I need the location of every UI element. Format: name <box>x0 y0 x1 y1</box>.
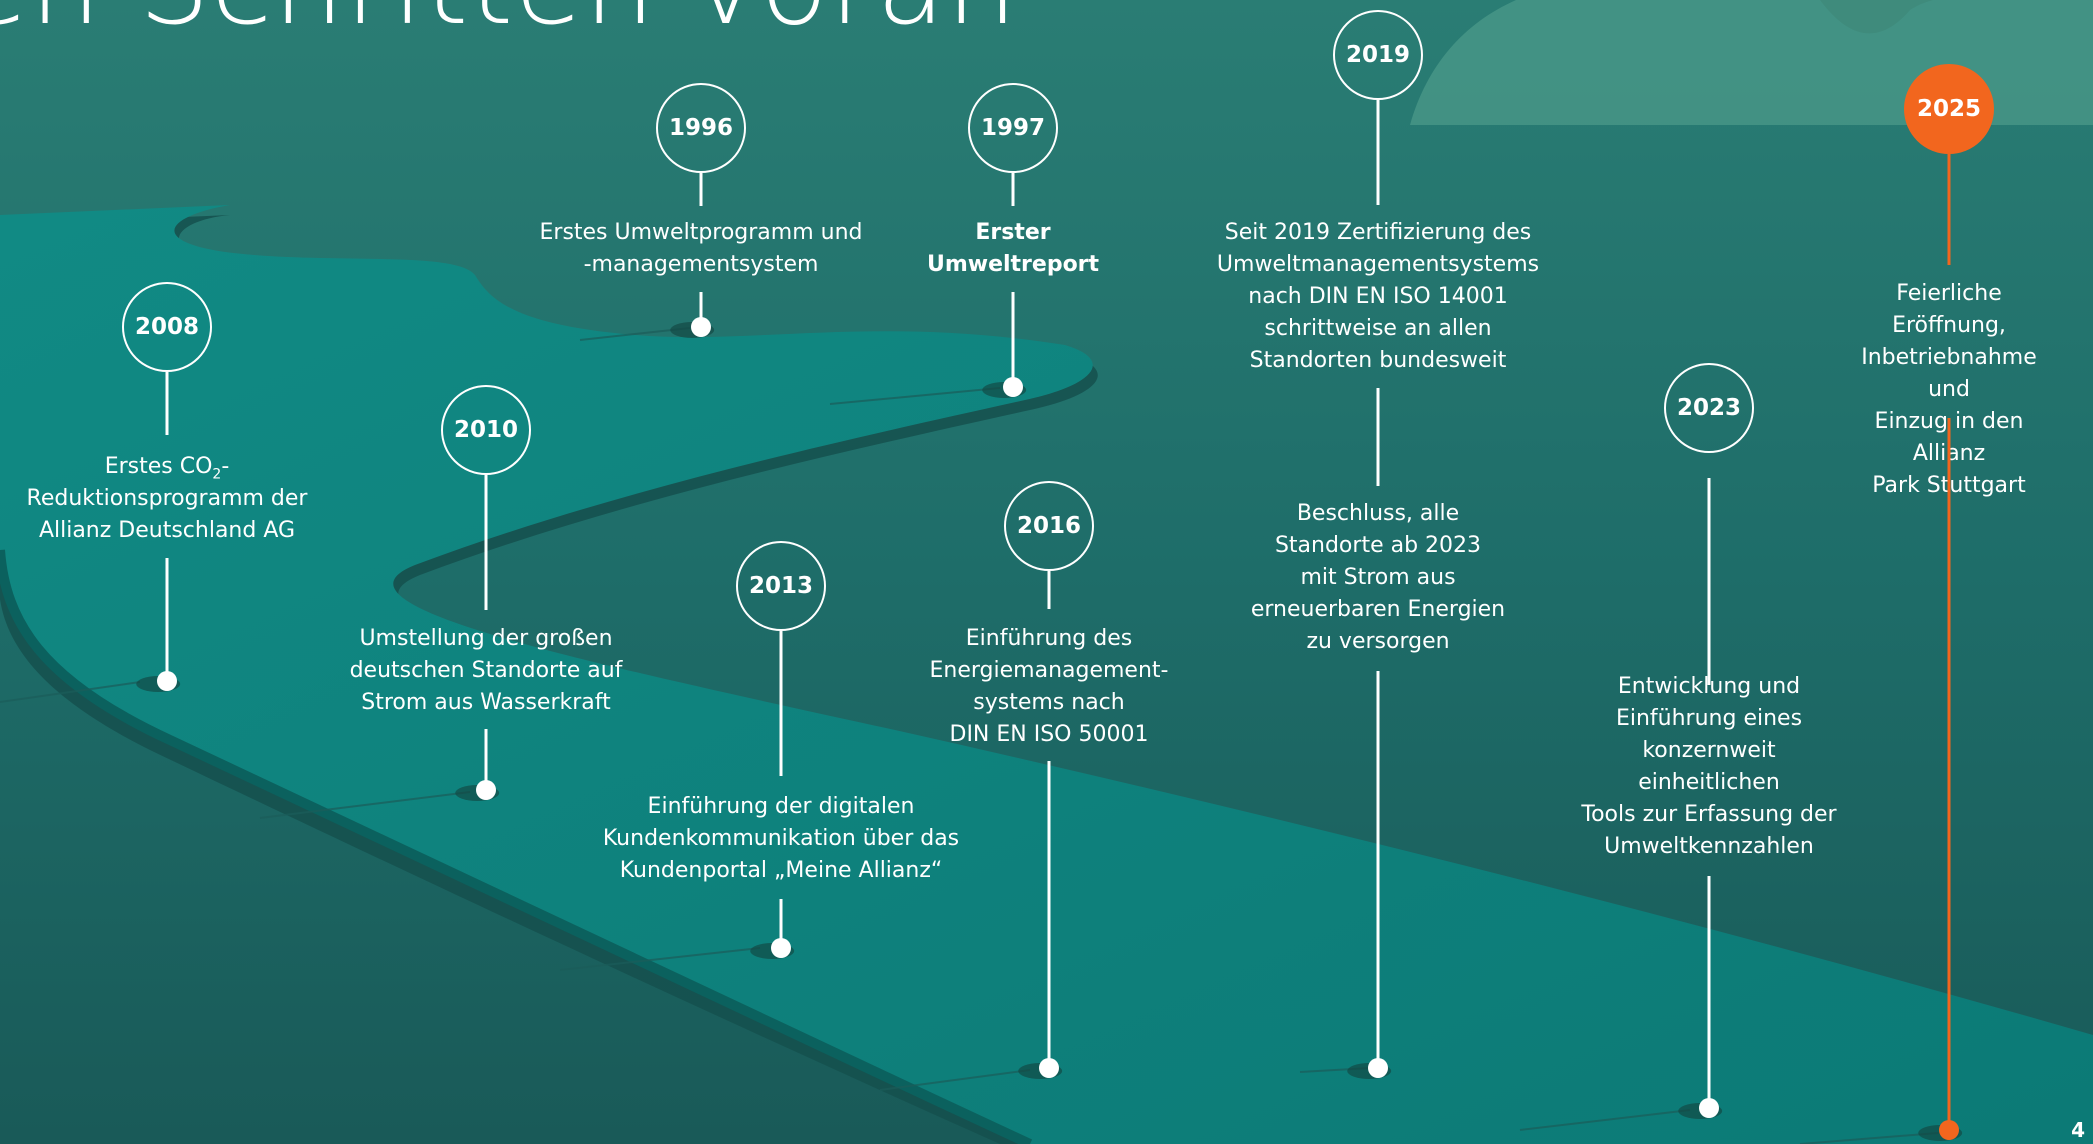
connector-line-2008 <box>165 372 169 435</box>
timeline-dot-1996 <box>691 317 711 337</box>
milestone-text-2025: Feierliche Eröffnung, Inbetriebnahme und… <box>1861 281 2037 498</box>
connector-line-2016 <box>1047 571 1051 609</box>
milestone-text-2016: Einführung des Energiemanagement- system… <box>929 626 1169 747</box>
year-badge-2023: 2023 <box>1664 363 1754 453</box>
co2-line-1: Erstes CO2- <box>104 454 230 483</box>
page-title: en Schritten voran <box>0 0 1018 50</box>
connector-line-1997 <box>1011 173 1015 206</box>
timeline-dot-2016 <box>1039 1058 1059 1078</box>
connector-line-2010 <box>484 475 488 610</box>
milestone-text-1997: Erster Umweltreport <box>926 220 1100 277</box>
year-badge-2010: 2010 <box>441 385 531 475</box>
co2-line-2: Reduktionsprogramm der <box>26 486 308 511</box>
timeline-dot-2025 <box>1939 1120 1959 1140</box>
connector-line-1996-lower <box>699 292 703 328</box>
year-badge-2025: 2025 <box>1904 64 1994 154</box>
year-badge-2016: 2016 <box>1004 481 1094 571</box>
page-number: 4 <box>2071 1118 2085 1142</box>
connector-line-2013-lower <box>779 899 783 947</box>
milestone-text-beschluss-2023: Beschluss, alle Standorte ab 2023 mit St… <box>1250 501 1506 654</box>
milestone-text-2013: Einführung der digitalen Kundenkommunika… <box>602 794 960 883</box>
connector-line-1996 <box>699 173 703 206</box>
timeline-dot-2010 <box>476 780 496 800</box>
year-badge-2019: 2019 <box>1333 10 1423 100</box>
connector-line-2008-lower <box>165 558 169 681</box>
timeline-dot-2008 <box>157 671 177 691</box>
year-badge-1996: 1996 <box>656 83 746 173</box>
distant-peak <box>1820 0 2093 34</box>
connector-line-2025-lower <box>1947 418 1951 1128</box>
connector-line-1997-lower <box>1011 292 1015 386</box>
milestone-text-2023: Entwicklung und Einführung eines konzern… <box>1581 674 1837 859</box>
connector-line-2013 <box>779 631 783 776</box>
connector-line-2019-lower <box>1376 671 1380 1067</box>
milestone-text-2010: Umstellung der großen deutschen Standort… <box>349 626 623 715</box>
connector-line-2019-mid <box>1376 388 1380 486</box>
connector-line-2025 <box>1947 154 1951 265</box>
connector-line-2016-lower <box>1047 761 1051 1067</box>
milestone-text-1996: Erstes Umweltprogramm und -managementsys… <box>539 220 863 277</box>
connector-line-2023-lower <box>1707 876 1711 1107</box>
year-badge-1997: 1997 <box>968 83 1058 173</box>
connector-line-2010-lower <box>484 729 488 789</box>
timeline-dot-2019 <box>1368 1058 1388 1078</box>
timeline-dot-2023 <box>1699 1098 1719 1118</box>
timeline-dot-2013 <box>771 938 791 958</box>
milestone-text-2019: Seit 2019 Zertifizierung des Umweltmanag… <box>1216 220 1540 373</box>
connector-line-2023 <box>1707 478 1711 685</box>
year-badge-2008: 2008 <box>122 282 212 372</box>
year-badge-2013: 2013 <box>736 541 826 631</box>
connector-line-2019 <box>1376 100 1380 205</box>
road-edge <box>0 549 1033 1144</box>
milestone-text-2008: Erstes CO2- Reduktionsprogramm der Allia… <box>27 451 308 547</box>
road-connectors <box>0 327 1951 1144</box>
timeline-dot-1997 <box>1003 377 1023 397</box>
co2-line-3: Allianz Deutschland AG <box>38 518 296 543</box>
